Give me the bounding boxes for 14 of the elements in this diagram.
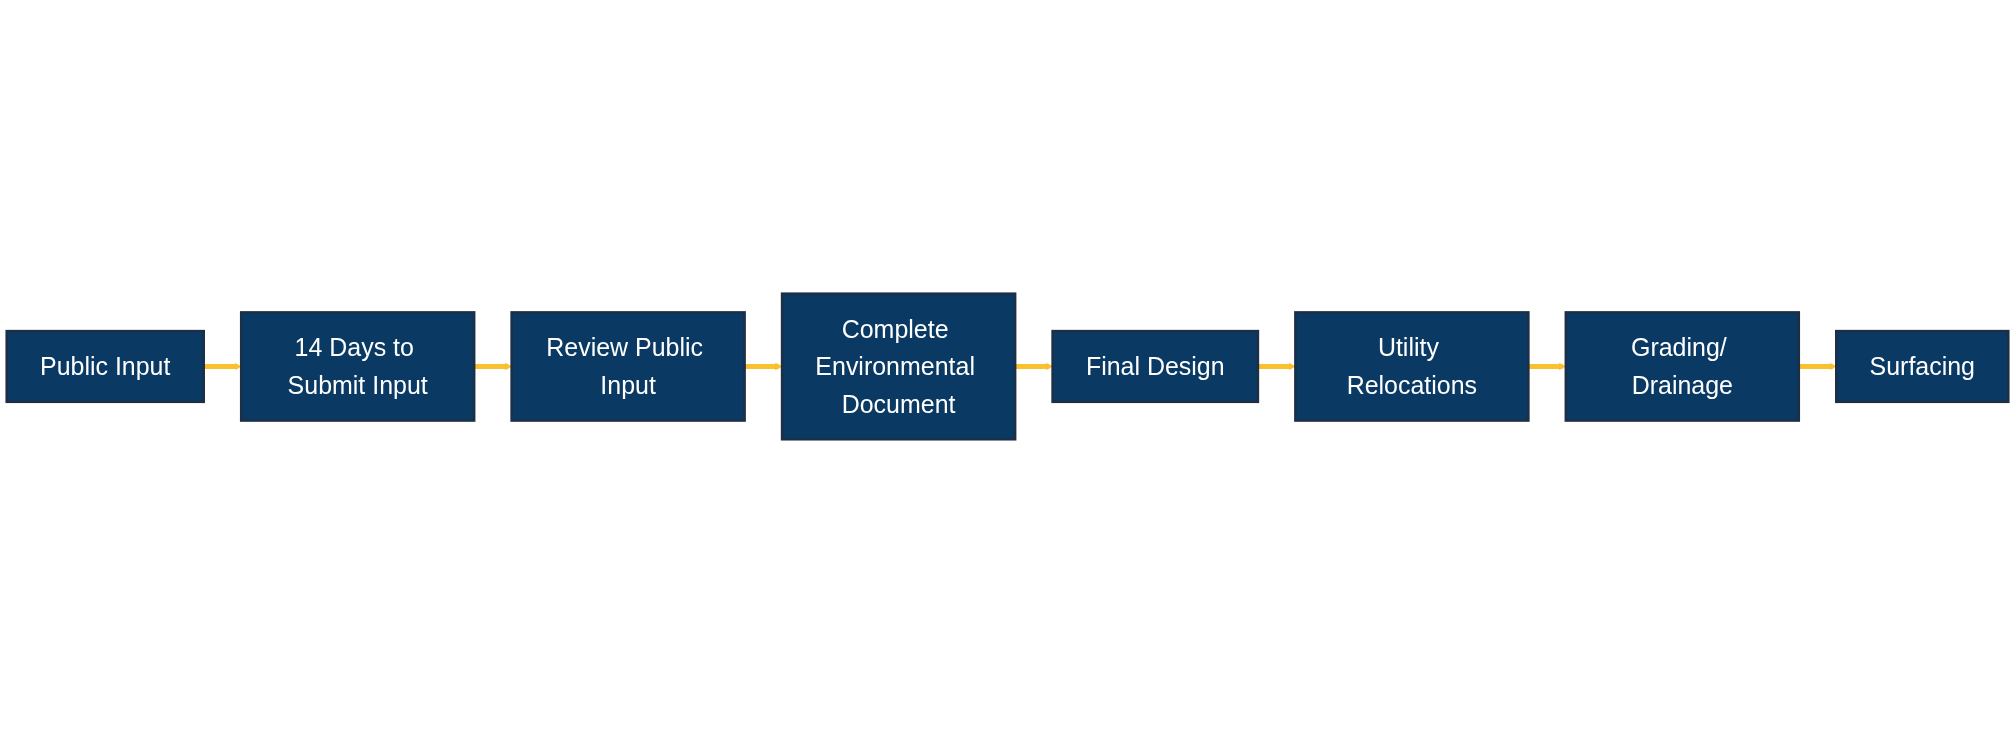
node-box: Surfacing xyxy=(1835,329,2010,404)
node-box: Public Input xyxy=(5,329,205,404)
arrow xyxy=(474,362,512,371)
node-box: 14 Days to Submit Input xyxy=(239,311,476,422)
node-box: Review Public Input xyxy=(510,311,746,422)
arrow xyxy=(1015,362,1053,371)
node-box: Grading/ Drainage xyxy=(1564,311,1801,422)
node-box: Final Design xyxy=(1051,329,1260,404)
arrow xyxy=(1257,362,1296,371)
node-box: Utility Relocations xyxy=(1294,311,1530,422)
arrow xyxy=(203,362,242,371)
node-box: Complete Environmental Document xyxy=(780,292,1017,441)
arrow xyxy=(744,362,783,371)
arrow xyxy=(1798,362,1837,371)
